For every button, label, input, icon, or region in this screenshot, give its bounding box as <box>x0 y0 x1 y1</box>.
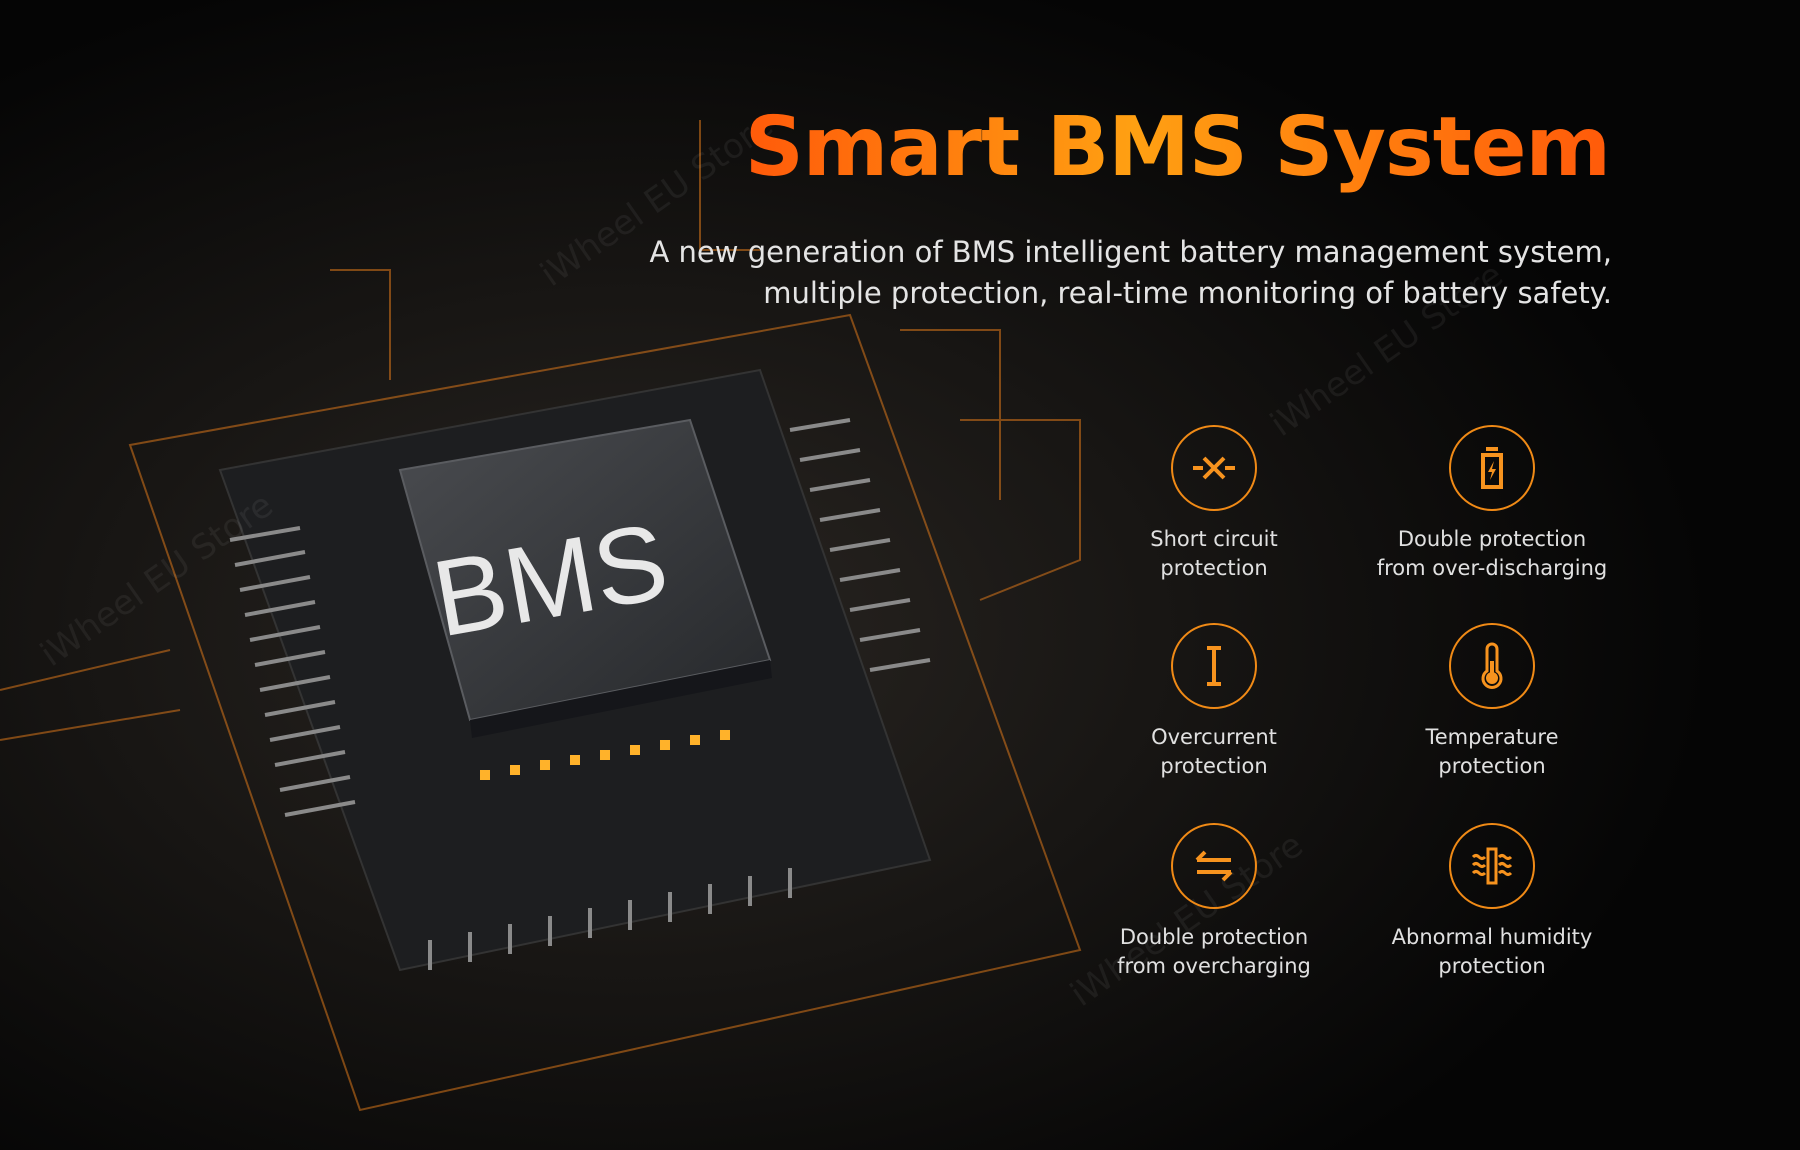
feature-temperature: Temperature protection <box>1352 623 1632 781</box>
current-icon <box>1171 623 1257 709</box>
feature-label: Overcurrent <box>1151 725 1277 749</box>
feature-label: protection <box>1438 954 1546 978</box>
feature-label: from overcharging <box>1117 954 1311 978</box>
subtitle: A new generation of BMS intelligent batt… <box>649 232 1612 314</box>
feature-label: Double protection <box>1119 925 1309 949</box>
arrows-exchange-icon <box>1171 823 1257 909</box>
feature-humidity: Abnormal humidity protection <box>1352 823 1632 981</box>
feature-label: Abnormal humidity <box>1391 925 1593 949</box>
feature-label: Double protection <box>1397 527 1587 551</box>
page-title: Smart BMS System <box>744 100 1611 195</box>
subtitle-line: multiple protection, real-time monitorin… <box>763 276 1612 310</box>
humidity-icon <box>1449 823 1535 909</box>
feature-overcharge: Double protection from overcharging <box>1074 823 1354 981</box>
feature-label: from over-discharging <box>1376 556 1608 580</box>
subtitle-line: A new generation of BMS intelligent batt… <box>649 235 1612 269</box>
thermometer-icon <box>1449 623 1535 709</box>
feature-over-discharge: Double protection from over-discharging <box>1352 425 1632 583</box>
feature-label: Short circuit <box>1150 527 1278 551</box>
feature-label: protection <box>1438 754 1546 778</box>
battery-charge-icon <box>1449 425 1535 511</box>
feature-overcurrent: Overcurrent protection <box>1074 623 1354 781</box>
feature-label: Temperature <box>1425 725 1559 749</box>
feature-label: protection <box>1160 556 1268 580</box>
feature-label: protection <box>1160 754 1268 778</box>
short-circuit-icon <box>1171 425 1257 511</box>
feature-short-circuit: Short circuit protection <box>1074 425 1354 583</box>
